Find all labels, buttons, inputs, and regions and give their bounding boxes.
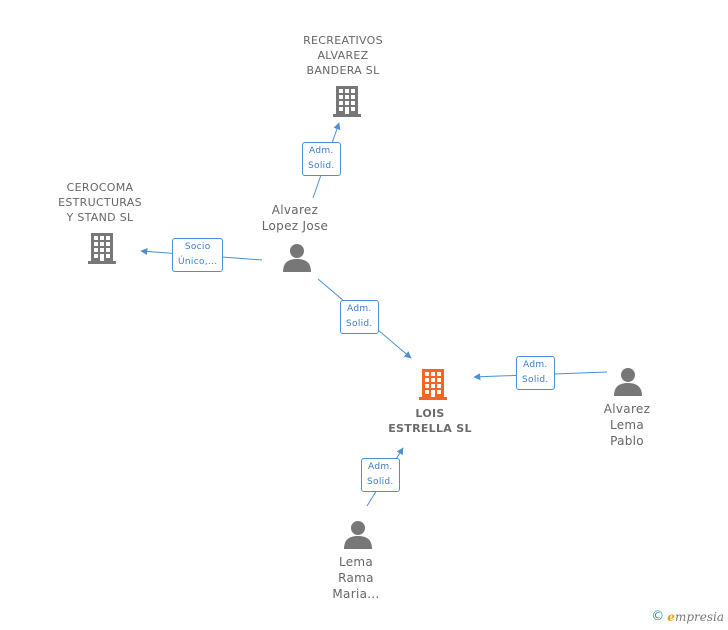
brand-logo[interactable]: empresia: [667, 610, 724, 624]
brand-initial: e: [667, 609, 675, 624]
edge-label-adm-solid[interactable]: Adm. Solid.: [302, 142, 341, 176]
label-line: CEROCOMA: [66, 181, 134, 194]
company-label-cerocoma[interactable]: CEROCOMA ESTRUCTURAS Y STAND SL: [50, 180, 150, 225]
edge-label-line: Solid.: [367, 477, 394, 487]
label-line: Alvarez: [271, 203, 319, 217]
company-label-recreativos[interactable]: RECREATIVOS ALVAREZ BANDERA SL: [293, 33, 393, 78]
edge-label-line: Adm.: [347, 304, 372, 314]
label-line: RECREATIVOS: [303, 34, 383, 47]
footer-branding: © empresia: [651, 609, 724, 624]
company-label-lois-estrella[interactable]: LOIS ESTRELLA SL: [380, 406, 480, 436]
person-label-lema-rama[interactable]: Lema Rama Maria...: [316, 554, 396, 602]
label-line: LOIS: [415, 407, 445, 420]
edge-label-line: Único,...: [178, 257, 218, 267]
label-line: ALVAREZ: [317, 49, 369, 62]
edge-label-line: Adm.: [368, 462, 393, 472]
label-line: BANDERA SL: [306, 64, 380, 77]
edge-label-line: Solid.: [308, 161, 335, 171]
label-line: ESTRUCTURAS: [58, 196, 142, 209]
edge-label-socio-unico[interactable]: Socio Único,...: [172, 238, 224, 272]
edge-label-adm-solid[interactable]: Adm. Solid.: [361, 458, 400, 492]
edge-label-line: Adm.: [523, 360, 548, 370]
focus-building-icon[interactable]: [418, 367, 448, 401]
label-line: Rama: [338, 571, 374, 585]
person-label-alvarez-lopez[interactable]: Alvarez Lopez Jose: [245, 202, 345, 234]
edge-label-line: Socio: [184, 242, 211, 252]
edge-label-adm-solid[interactable]: Adm. Solid.: [340, 300, 379, 334]
copyright-symbol: ©: [651, 609, 665, 624]
building-icon[interactable]: [87, 231, 117, 265]
label-line: Maria...: [332, 587, 380, 601]
edge-label-adm-solid[interactable]: Adm. Solid.: [516, 356, 555, 390]
label-line: Lema: [338, 555, 374, 569]
person-label-alvarez-lema[interactable]: Alvarez Lema Pablo: [587, 401, 667, 449]
label-line: Lopez Jose: [261, 219, 329, 233]
person-icon[interactable]: [613, 366, 643, 396]
label-line: Lema: [609, 418, 645, 432]
label-line: Pablo: [610, 434, 644, 448]
person-icon[interactable]: [343, 519, 373, 549]
label-line: Alvarez: [603, 402, 651, 416]
edge-label-line: Solid.: [522, 375, 549, 385]
label-line: ESTRELLA SL: [388, 422, 472, 435]
edge-label-line: Adm.: [309, 146, 334, 156]
label-line: Y STAND SL: [66, 211, 134, 224]
brand-name: mpresia: [674, 609, 724, 624]
person-icon[interactable]: [282, 242, 312, 272]
building-icon[interactable]: [332, 84, 362, 118]
edge-label-line: Solid.: [346, 319, 373, 329]
